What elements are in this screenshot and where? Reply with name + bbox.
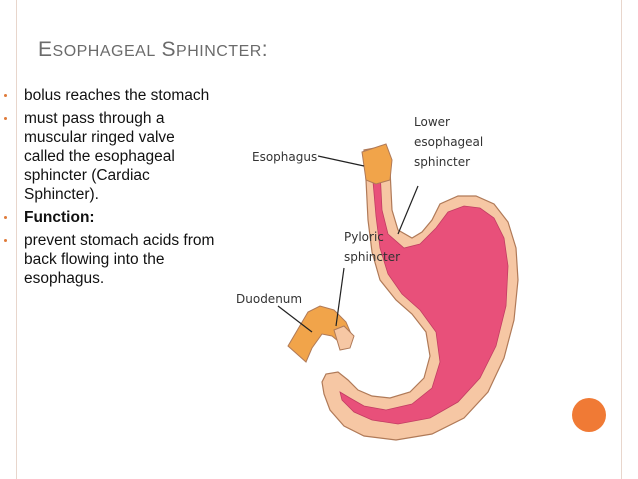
bullet-list: bolus reaches the stomach must pass thro…: [4, 86, 219, 292]
left-border-line: [16, 0, 17, 479]
bullet-text: Function:: [24, 209, 95, 226]
title-colon: :: [261, 38, 269, 61]
esophagus-pointer-line: [317, 155, 365, 167]
bullet-dot-icon: [4, 216, 7, 219]
bullet-dot-icon: [4, 239, 7, 242]
bullet-text: bolus reaches the stomach: [24, 87, 210, 104]
bullet-item: prevent stomach acids from back flowing …: [4, 231, 219, 288]
bullet-item: Function:: [4, 208, 219, 227]
label-esophagus: Esophagus: [252, 150, 318, 164]
pyloric-pointer-line: [335, 267, 345, 327]
title-initial-2: S: [161, 38, 177, 61]
accent-circle: [572, 398, 606, 432]
slide-title: ESOPHAGEAL SPHINCTER:: [38, 38, 268, 62]
title-word1: SOPHAGEAL: [52, 43, 156, 60]
stomach-lumen-shape: [339, 169, 509, 425]
title-word2: PHINCTER: [176, 43, 262, 60]
label-pyloric-line1: Pyloric: [344, 230, 384, 244]
bullet-text: prevent stomach acids from back flowing …: [24, 232, 215, 287]
label-lower-esophageal-line1: Lower: [414, 115, 450, 129]
label-lower-esophageal-line2: esophageal: [414, 135, 484, 149]
stomach-diagram: [277, 143, 519, 441]
bullet-item: bolus reaches the stomach: [4, 86, 219, 105]
pyloric-sphincter-shape: [333, 325, 355, 351]
bullet-text: must pass through a muscular ringed valv…: [24, 110, 175, 203]
bullet-dot-icon: [4, 117, 7, 120]
title-initial: E: [38, 38, 53, 61]
lower-sphincter-pointer-line: [397, 185, 419, 235]
esophagus-top-shape: [361, 143, 393, 185]
label-duodenum: Duodenum: [236, 292, 303, 306]
duodenum-pointer-line: [277, 305, 313, 333]
bullet-item: must pass through a muscular ringed valv…: [4, 109, 219, 204]
label-pyloric-line2: sphincter: [344, 250, 401, 264]
right-border-line: [621, 0, 622, 479]
label-lower-esophageal-line3: sphincter: [414, 155, 471, 169]
bullet-dot-icon: [4, 94, 7, 97]
